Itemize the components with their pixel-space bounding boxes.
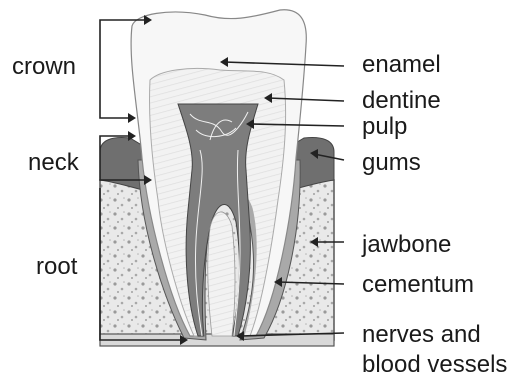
- label-gums: gums: [362, 150, 421, 176]
- label-jawbone: jawbone: [362, 232, 451, 258]
- label-nerves-line2: blood vessels: [362, 352, 507, 378]
- label-dentine: dentine: [362, 88, 441, 114]
- root-septum: [208, 212, 235, 336]
- label-cementum: cementum: [362, 272, 474, 298]
- label-crown: crown: [12, 54, 76, 80]
- label-neck: neck: [28, 150, 79, 176]
- label-pulp: pulp: [362, 114, 407, 140]
- label-nerves-line1: nerves and: [362, 322, 481, 348]
- label-root: root: [36, 254, 77, 280]
- label-enamel: enamel: [362, 52, 441, 78]
